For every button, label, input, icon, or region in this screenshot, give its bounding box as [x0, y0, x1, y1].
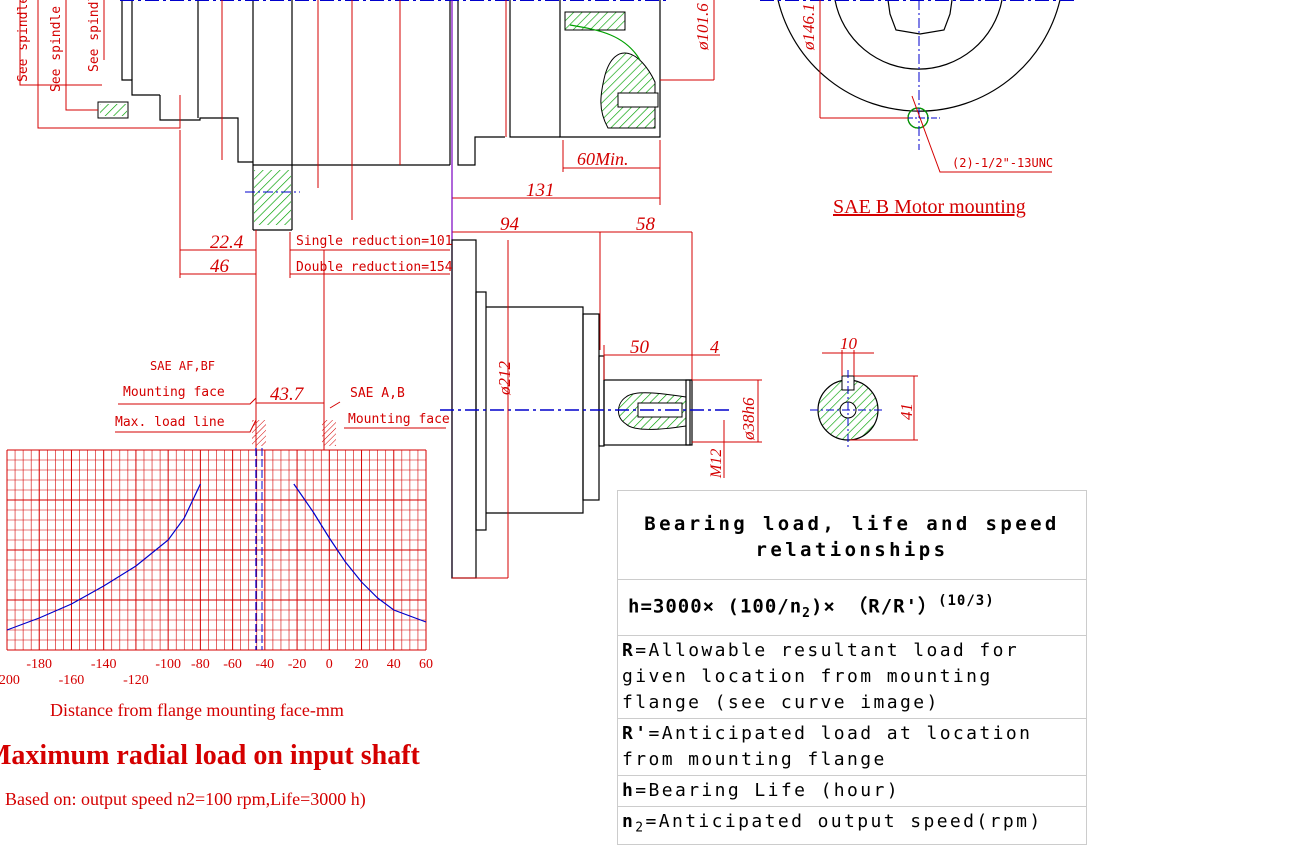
x-tick-label: 60 — [419, 657, 433, 672]
max-load-hatch — [252, 420, 266, 446]
x-tick-label: -120 — [123, 673, 149, 688]
life-formula: h=3000× (100/n2)× （R/R'）(10/3) — [617, 578, 1087, 637]
dia-146-label: ø146.1 — [799, 3, 818, 51]
definition-r-prime: R'=Anticipated load at location from mou… — [617, 718, 1087, 777]
key-section — [810, 350, 918, 450]
dim-10: 10 — [840, 334, 858, 353]
x-tick-label: 0 — [326, 657, 333, 672]
max-load-line-label: Max. load line — [115, 415, 225, 430]
sae-a-b-label: SAE A,B — [350, 386, 405, 401]
dia-212-label: ø212 — [495, 361, 514, 397]
mounting-face-left-label: Mounting face — [123, 385, 225, 400]
dim-60min: 60Min. — [577, 149, 629, 169]
motor-mounting-title: SAE B Motor mounting — [833, 196, 1026, 218]
sae-ab-hatch — [322, 420, 336, 446]
dim-43-7: 43.7 — [270, 384, 305, 405]
x-tick-label: -60 — [223, 657, 242, 672]
single-reduction-note: Single reduction=101 — [296, 234, 453, 249]
technical-drawing: -180-140-100-80-60-40-200204060-200-160-… — [0, 0, 1075, 810]
load-chart-grid — [6, 449, 427, 651]
definition-n2: n2=Anticipated output speed(rpm) — [617, 806, 1087, 845]
spindle-note-1: See spindle — [16, 0, 31, 82]
bearing-relations-table: Bearing load, life and speed relationshi… — [617, 490, 1087, 845]
definition-r: R=Allowable resultant load for given loc… — [617, 635, 1087, 720]
x-tick-label: -40 — [256, 657, 275, 672]
dim-131: 131 — [526, 180, 555, 201]
dim-50: 50 — [630, 337, 650, 358]
dim-41: 41 — [897, 403, 916, 420]
mounting-face-right-label: Mounting face — [348, 412, 450, 427]
gearbox-body-outline — [121, 0, 661, 231]
chart-title: Maximum radial load on input shaft — [0, 740, 421, 771]
dia-101-label: ø101.6 — [693, 3, 712, 51]
x-tick-label: -140 — [91, 657, 117, 672]
load-curve-1 — [6, 483, 201, 631]
housing-hatch — [254, 170, 291, 225]
dim-58: 58 — [636, 214, 656, 235]
dim-4: 4 — [710, 337, 719, 357]
double-reduction-note: Double reduction=154 — [296, 260, 453, 275]
dia-38-label: ø38h6 — [739, 397, 758, 441]
sae-af-bf-label: SAE AF,BF — [150, 359, 215, 373]
thread-m12-label: M12 — [708, 449, 725, 479]
x-tick-label: 40 — [387, 657, 401, 672]
table-heading: Bearing load, life and speed relationshi… — [617, 490, 1087, 580]
chart-subtitle: Based on: output speed n2=100 rpm,Life=3… — [5, 789, 366, 810]
dim-46: 46 — [210, 256, 230, 277]
x-tick-label: -80 — [191, 657, 210, 672]
load-chart-curves — [6, 483, 427, 631]
x-tick-label: -20 — [288, 657, 307, 672]
x-tick-label: -180 — [26, 657, 52, 672]
spindle-note-2: See spindle — [49, 6, 64, 92]
x-tick-label: -160 — [59, 673, 85, 688]
x-tick-label: -100 — [155, 657, 181, 672]
x-tick-label: -200 — [0, 673, 20, 688]
dim-22-4: 22.4 — [210, 232, 244, 253]
x-tick-label: 20 — [355, 657, 369, 672]
definition-h: h=Bearing Life (hour) — [617, 775, 1087, 808]
spindle-note-3: See spindle — [87, 0, 102, 72]
load-curve-2 — [293, 483, 427, 623]
chart-xlabel: Distance from flange mounting face-mm — [50, 700, 344, 720]
load-chart-ticks: -180-140-100-80-60-40-200204060-200-160-… — [0, 657, 433, 688]
bolt-note: (2)-1/2"-13UNC — [952, 156, 1053, 170]
dim-94: 94 — [500, 214, 520, 235]
